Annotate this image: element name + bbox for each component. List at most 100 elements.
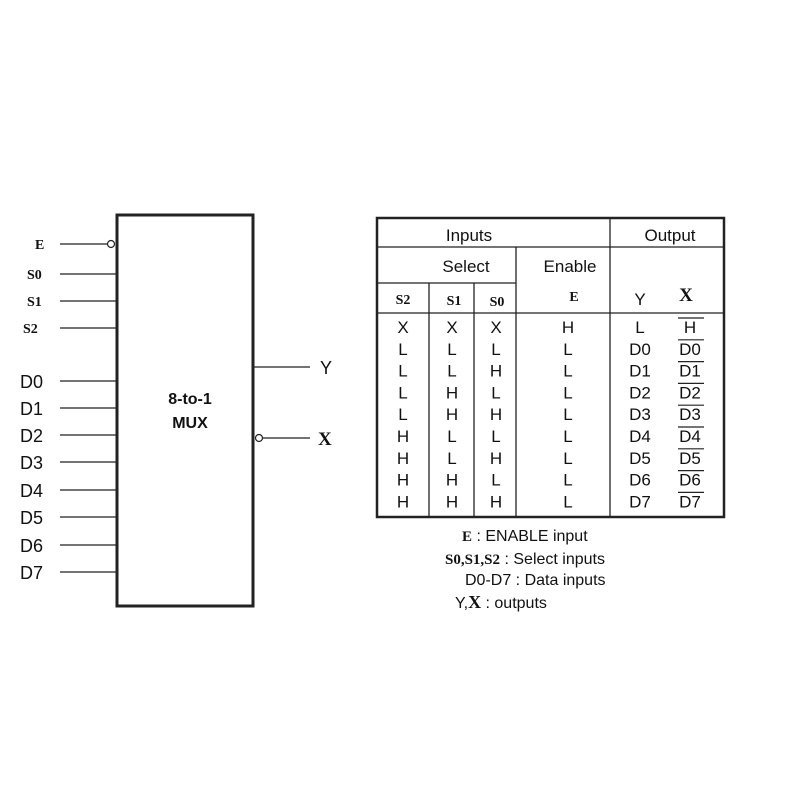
- table-cell: L: [563, 383, 572, 402]
- table-row: H L L L D4 D4: [397, 426, 704, 446]
- mux-title-line2: MUX: [172, 415, 208, 432]
- x-output-label: X: [318, 429, 332, 450]
- legend-enable-symbol: E: [462, 529, 472, 545]
- table-row: L H H L D3 D3: [398, 404, 704, 424]
- table-cell: L: [563, 405, 572, 424]
- table-cell: D2: [629, 383, 651, 402]
- table-cell: L: [398, 362, 407, 381]
- legend-outputs-text: : outputs: [481, 595, 547, 612]
- table-cell: H: [684, 318, 696, 337]
- table-cell: D4: [679, 427, 701, 446]
- s0-input-label: S0: [27, 268, 42, 283]
- table-cell: D1: [679, 362, 701, 381]
- legend-select-symbols: S0,S1,S2: [445, 552, 500, 568]
- table-cell: L: [563, 362, 572, 381]
- mux-title-line1: 8-to-1: [168, 391, 212, 408]
- table-cell: L: [563, 449, 572, 468]
- s1-input-label: S1: [27, 295, 42, 310]
- table-cell: L: [491, 383, 500, 402]
- enable-inversion-bubble: [106, 239, 116, 249]
- legend-outputs: Y,X : outputs: [455, 592, 547, 612]
- col-s1: S1: [447, 294, 462, 309]
- data-input-label: D3: [20, 453, 43, 473]
- col-y: Y: [634, 290, 645, 309]
- table-cell: L: [563, 340, 572, 359]
- data-input-label: D6: [20, 536, 43, 556]
- table-cell: L: [563, 427, 572, 446]
- legend-outputs-y: Y,: [455, 595, 468, 612]
- table-cell: X: [490, 318, 501, 337]
- table-cell: L: [447, 362, 456, 381]
- table-cell: L: [398, 340, 407, 359]
- col-x: X: [679, 285, 693, 306]
- output-header: Output: [644, 226, 695, 245]
- truth-table: Inputs Output Select Enable S2 S1 S0 E Y…: [375, 216, 726, 519]
- table-cell: D0: [679, 340, 701, 359]
- table-cell: H: [446, 405, 458, 424]
- table-cell: L: [447, 449, 456, 468]
- legend-enable: E : ENABLE input: [462, 528, 588, 545]
- table-cell: D5: [679, 449, 701, 468]
- table-cell: L: [491, 340, 500, 359]
- data-input-label: D2: [20, 426, 43, 446]
- table-cell: L: [563, 471, 572, 490]
- x-inversion-bubble: [254, 433, 264, 443]
- table-cell: X: [446, 318, 457, 337]
- table-cell: D7: [679, 492, 701, 511]
- mux-block: [115, 213, 255, 608]
- table-cell: L: [398, 405, 407, 424]
- legend-outputs-x: X: [468, 592, 481, 612]
- table-cell: D1: [629, 362, 651, 381]
- table-cell: D6: [629, 471, 651, 490]
- table-cell: L: [398, 383, 407, 402]
- s2-input-label: S2: [23, 322, 38, 337]
- table-cell: D7: [629, 492, 651, 511]
- table-row: H L H L D5 D5: [397, 448, 704, 468]
- table-cell: H: [446, 471, 458, 490]
- table-cell: H: [397, 427, 409, 446]
- data-input-label: D5: [20, 508, 43, 528]
- table-cell: X: [397, 318, 408, 337]
- table-cell: H: [490, 449, 502, 468]
- table-row: L L L L D0 D0: [398, 339, 704, 359]
- legend: E : ENABLE input S0,S1,S2 : Select input…: [445, 528, 606, 612]
- legend-data: D0-D7 : Data inputs: [465, 572, 606, 589]
- table-cell: D4: [629, 427, 651, 446]
- inputs-header: Inputs: [446, 226, 492, 245]
- table-cell: H: [490, 362, 502, 381]
- data-input-label: D1: [20, 399, 43, 419]
- table-cell: H: [397, 492, 409, 511]
- legend-enable-text: : ENABLE input: [472, 528, 588, 545]
- table-cell: D3: [629, 405, 651, 424]
- table-row: L L H L D1 D1: [398, 361, 704, 381]
- table-cell: H: [562, 318, 574, 337]
- col-e: E: [569, 290, 578, 305]
- col-s2: S2: [396, 293, 411, 308]
- table-cell: L: [491, 471, 500, 490]
- table-cell: H: [397, 471, 409, 490]
- table-cell: H: [446, 492, 458, 511]
- table-cell: D0: [629, 340, 651, 359]
- table-cell: H: [397, 449, 409, 468]
- table-cell: D5: [629, 449, 651, 468]
- data-input-label: D4: [20, 481, 43, 501]
- table-row: H H H L D7 D7: [397, 491, 704, 511]
- table-cell: L: [447, 340, 456, 359]
- table-cell: L: [563, 492, 572, 511]
- col-s0: S0: [490, 295, 505, 310]
- enable-header: Enable: [544, 257, 597, 276]
- table-row: H H L L D6 D6: [397, 470, 704, 490]
- table-cell: D3: [679, 405, 701, 424]
- data-input-label: D7: [20, 563, 43, 583]
- table-cell: L: [635, 318, 644, 337]
- table-cell: D6: [679, 471, 701, 490]
- table-cell: L: [447, 427, 456, 446]
- table-cell: H: [490, 405, 502, 424]
- legend-select-text: : Select inputs: [500, 551, 605, 568]
- table-cell: H: [446, 383, 458, 402]
- table-cell: H: [490, 492, 502, 511]
- table-cell: L: [491, 427, 500, 446]
